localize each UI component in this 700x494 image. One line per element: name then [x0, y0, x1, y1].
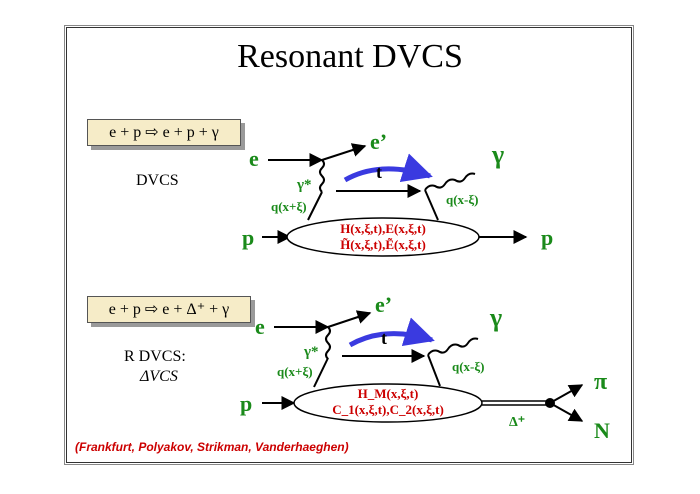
gpd-line2: C_1(x,ξ,t),C_2(x,ξ,t) — [332, 402, 444, 417]
t-arrow — [348, 317, 435, 348]
q-right-label: q(x-ξ) — [452, 359, 485, 374]
virtual-photon-wave — [325, 326, 331, 360]
gamma-out-label: γ — [491, 140, 504, 169]
rdvcs-label-italic: ΔVCS — [140, 368, 178, 385]
dvcs-label: DVCS — [136, 172, 179, 189]
citation: (Frankfurt, Polyakov, Strikman, Vanderha… — [75, 440, 349, 454]
real-photon-wave — [427, 337, 479, 356]
real-photon-wave — [424, 172, 476, 191]
virtual-photon-label: γ* — [296, 177, 312, 193]
dvcs-diagram: e e’ γ γ* t q(x+ξ) q(x-ξ) p p H(x,ξ,t),E… — [242, 129, 553, 257]
electron-out-line — [327, 310, 372, 328]
p-out-label: p — [541, 225, 553, 250]
gpd-line1: H_M(x,ξ,t) — [358, 386, 419, 401]
dvcs-equation-box: e + p ⇨ e + p + γ — [87, 119, 241, 146]
gpd-line1: H(x,ξ,t),E(x,ξ,t) — [340, 221, 426, 236]
e-in-label: e — [255, 314, 265, 339]
delta-label: Δ⁺ — [509, 415, 525, 430]
quark-left-line — [313, 357, 329, 388]
rdvcs-diagram: e e’ γ γ* t q(x+ξ) q(x-ξ) p H_M(x,ξ,t) C… — [240, 292, 610, 443]
nucleon-line — [549, 402, 584, 422]
virtual-photon-wave — [319, 159, 325, 193]
n-label: N — [594, 418, 610, 443]
rdvcs-equation-box: e + p ⇨ e + Δ⁺ + γ — [87, 296, 251, 323]
e-out-label: e’ — [375, 292, 392, 317]
q-left-label: q(x+ξ) — [271, 199, 307, 214]
quark-right-line — [427, 354, 441, 387]
q-left-label: q(x+ξ) — [277, 364, 313, 379]
virtual-photon-label: γ* — [303, 344, 319, 360]
p-in-label: p — [240, 391, 252, 416]
t-arrow — [343, 153, 433, 183]
e-out-label: e’ — [370, 129, 387, 154]
pi-label: π — [594, 369, 607, 395]
quark-left-line — [307, 191, 323, 221]
pion-line — [549, 384, 584, 404]
p-in-label: p — [242, 225, 254, 250]
q-right-label: q(x-ξ) — [446, 192, 479, 207]
transition-gpd-blob — [293, 383, 483, 423]
quark-right-line — [424, 189, 439, 221]
gamma-out-label: γ — [489, 303, 502, 332]
electron-out-line — [321, 143, 367, 161]
t-label: t — [381, 328, 387, 348]
gpd-line2: H̃(x,ξ,t),Ẽ(x,ξ,t) — [340, 237, 426, 252]
t-label: t — [376, 162, 382, 182]
slide-title: Resonant DVCS — [237, 38, 463, 75]
e-in-label: e — [249, 146, 259, 171]
rdvcs-label: R DVCS: — [124, 348, 186, 365]
